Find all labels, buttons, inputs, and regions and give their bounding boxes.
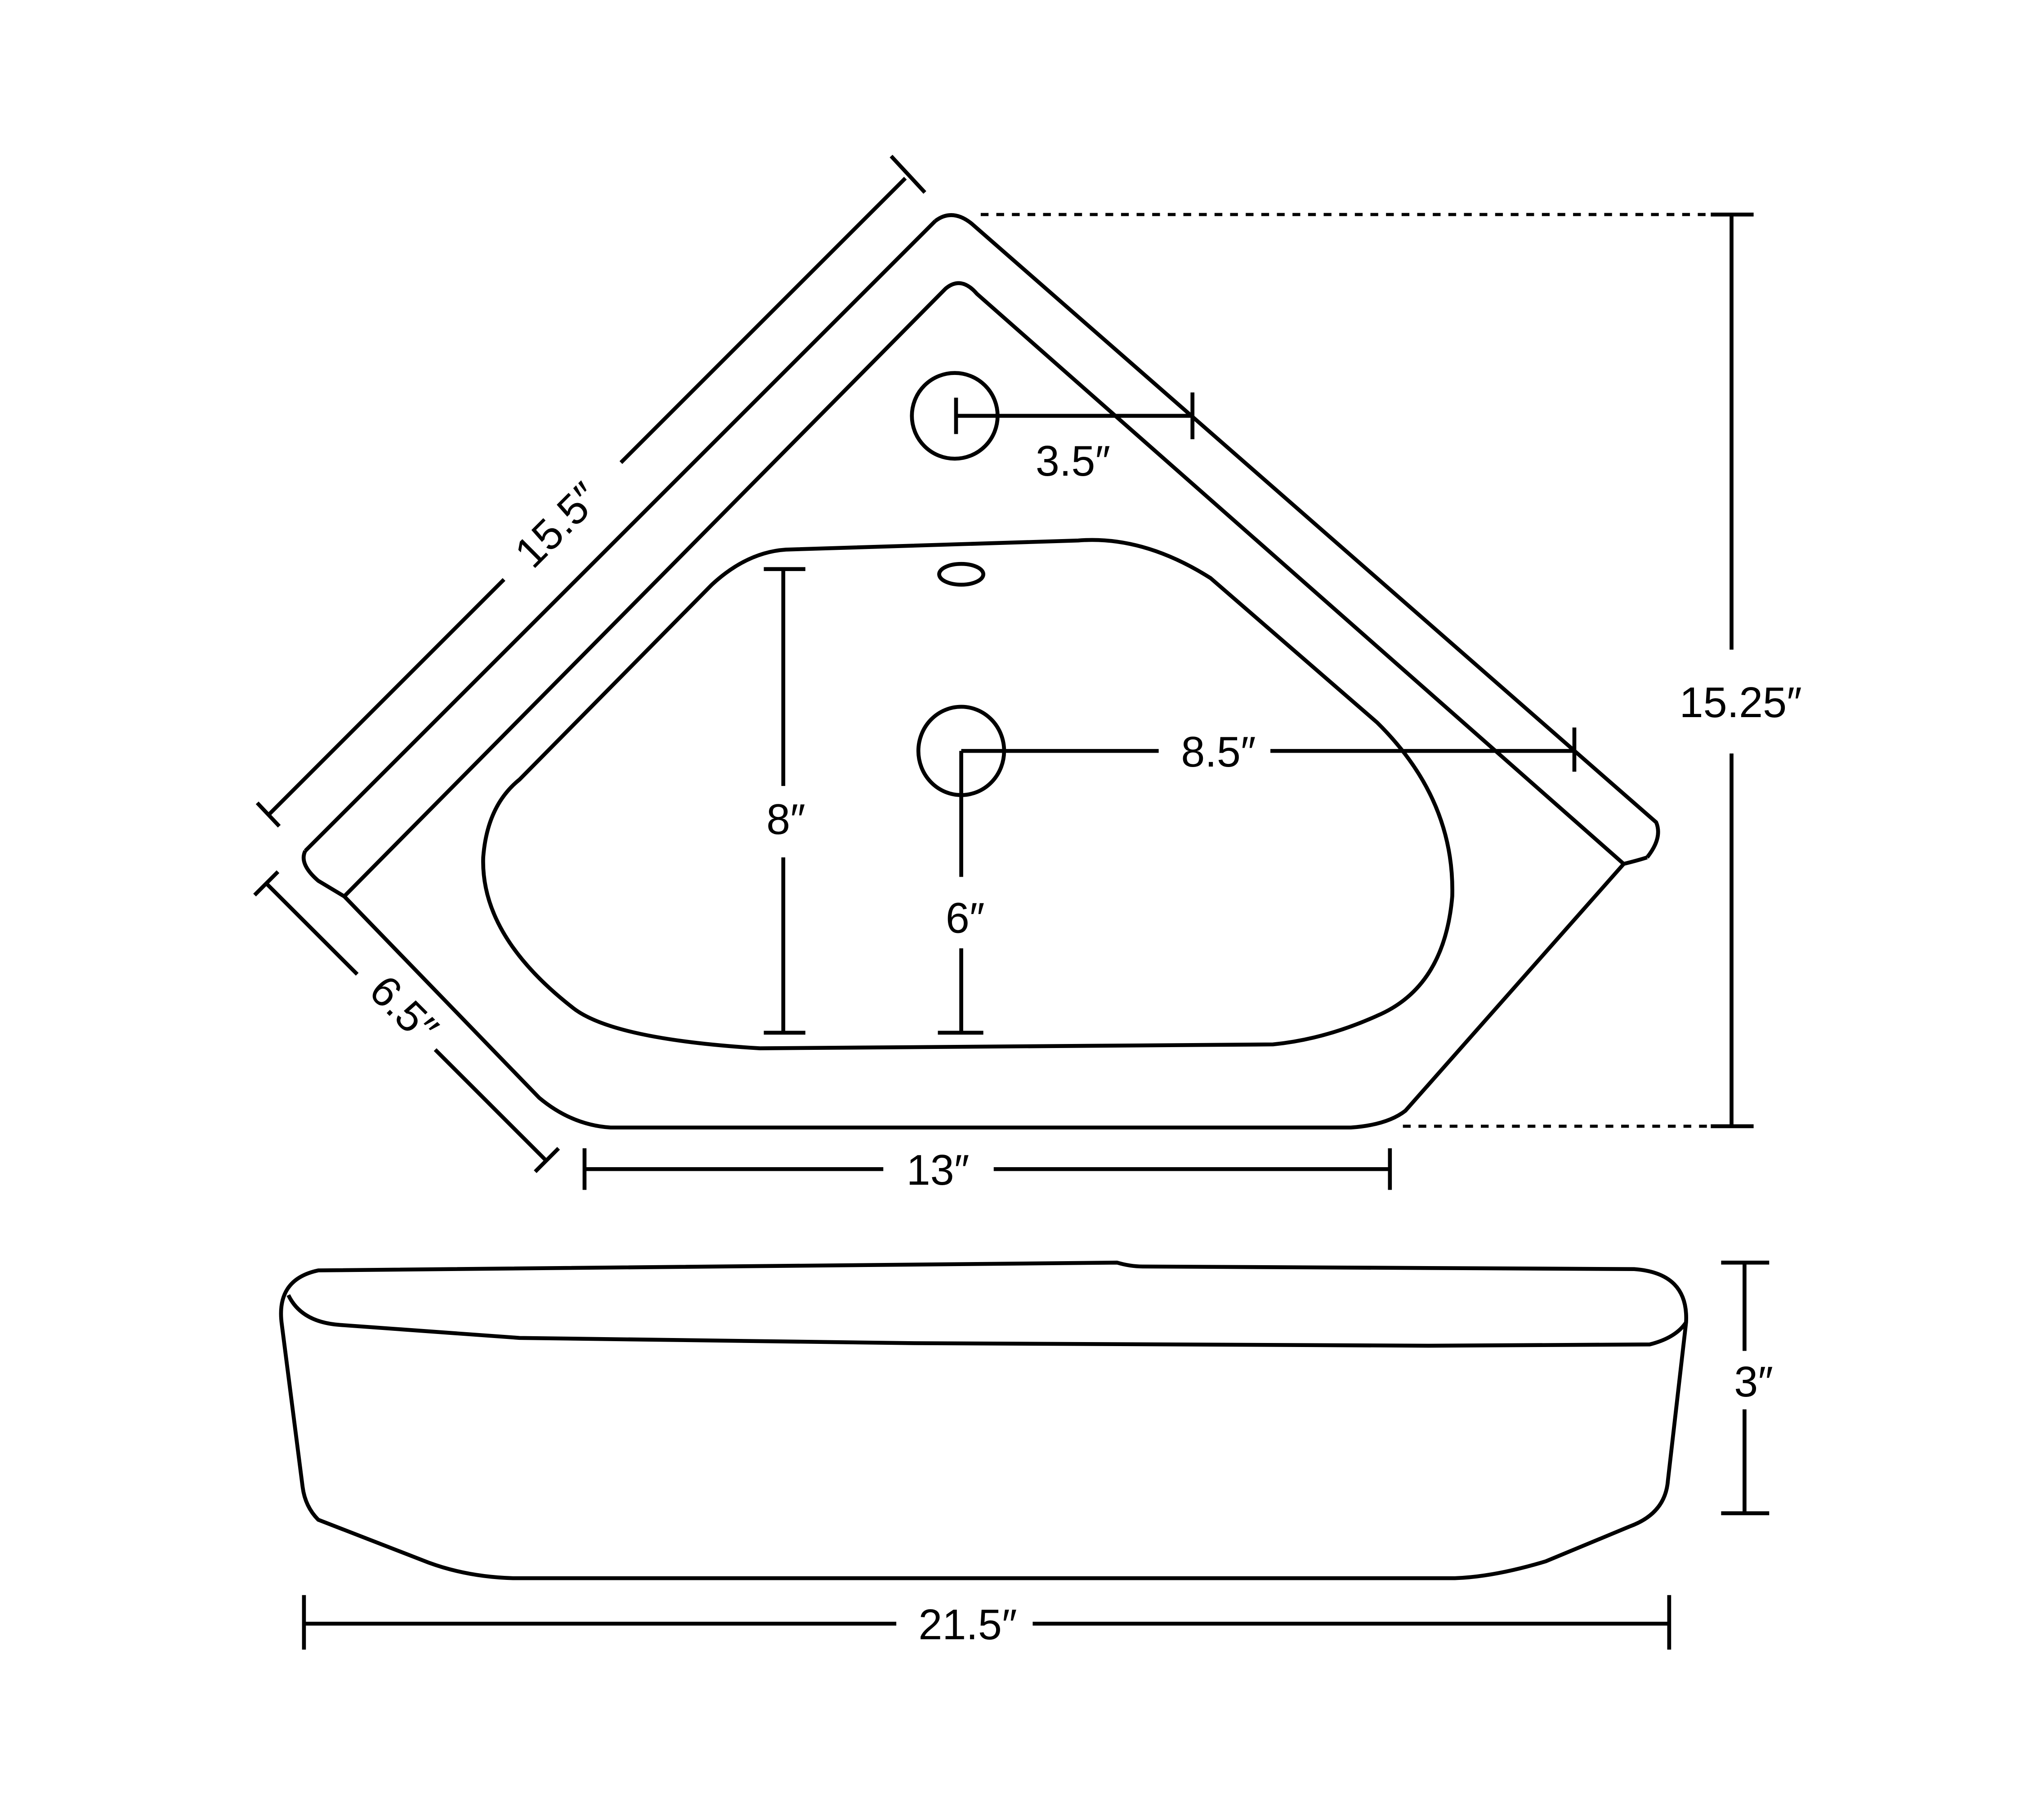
dimension-front-edge: 13″ [582,1146,1392,1194]
front-view-outline [279,1260,1688,1580]
overall-width-label: 21.5″ [918,1601,1017,1649]
dimension-drain-to-edge: 8.5″ [961,727,1577,776]
dimension-overall-depth: 15.25″ [980,212,1802,1129]
front-view-top-edge [286,1294,1688,1348]
bowl-depth-label: 8″ [766,796,805,843]
dimension-bowl-depth: 8″ [764,567,805,1035]
dimension-back-edge: 15.5″ [255,155,926,828]
bowl-outline [481,538,1454,1050]
drain-to-bowl-front-label: 6″ [946,895,985,942]
overflow-hole-icon [937,562,986,587]
inner-rim-outline [343,281,1648,1130]
front-edge-label: 13″ [907,1146,970,1194]
side-edge-label: 6.5″ [360,966,447,1053]
faucet-offset-label: 3.5″ [1036,437,1110,485]
outer-rim-outline [302,213,1660,898]
drain-to-edge-label: 8.5″ [1181,728,1256,776]
dimension-height: 3″ [1721,1260,1773,1516]
dimension-side-edge: 6.5″ [253,870,560,1173]
dimension-faucet-offset: 3.5″ [954,392,1195,485]
dimension-drain-to-bowl-front: 6″ [938,751,985,1035]
top-view: 15.5″ 6.5″ 13″ 15.25″ [253,155,1802,1194]
overall-depth-label: 15.25″ [1680,679,1802,727]
dimension-overall-width: 21.5″ [302,1595,1671,1650]
front-view: 3″ 21.5″ [279,1260,1773,1650]
height-label: 3″ [1734,1358,1773,1406]
